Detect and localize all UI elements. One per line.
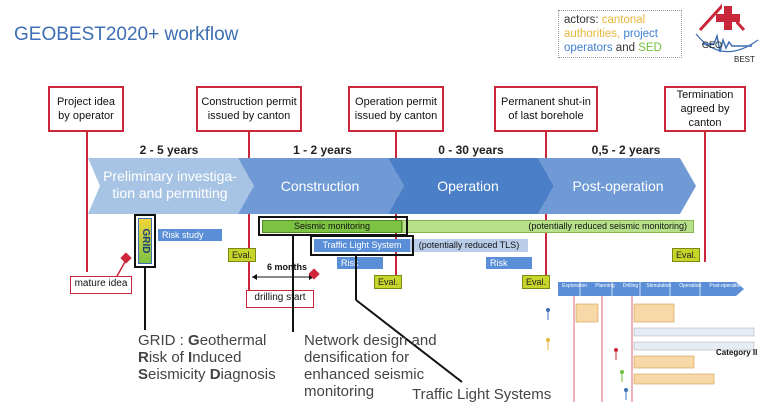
phase-construction: Construction <box>280 178 360 194</box>
grid-text-g: nduced <box>192 349 242 366</box>
connector-mature-idea <box>115 259 127 279</box>
logo-geo: GEO <box>702 40 722 50</box>
risk-study-bar: Risk study <box>158 229 222 241</box>
grid-text-e: isk of <box>148 349 189 366</box>
inset-phases: Exploration Planning Drilling Stimulatio… <box>562 283 742 289</box>
page-title: GEOBEST2020+ workflow <box>14 24 239 45</box>
geobest-logo: GEO BEST <box>695 3 759 64</box>
annotation-network: Network design and densification for enh… <box>304 332 437 400</box>
eval-1: Eval. <box>228 248 257 262</box>
grid-text-c: eothermal <box>199 332 267 349</box>
tls-reduced-bar: (potentially reduced TLS) <box>410 239 528 252</box>
six-months-label: 6 months <box>266 262 307 272</box>
grid-highlight <box>134 214 156 268</box>
seismic-monitoring-bar: Seismic monitoring <box>262 220 402 233</box>
inset-phase-3: Stimulation <box>646 283 672 289</box>
phase-operation: Operation <box>437 178 499 194</box>
milestone-line-1 <box>86 132 88 272</box>
grid-text-b: G <box>188 332 200 349</box>
duration-2: 1 - 2 years <box>293 143 352 157</box>
grid-text-a: GRID : <box>138 332 189 349</box>
milestone-construction-permit: Construction permit issued by canton <box>196 86 302 132</box>
annotation-tls: Traffic Light Systems <box>412 386 552 403</box>
inset-phase-2: Drilling <box>622 283 639 289</box>
inset-phase-0: Exploration <box>562 283 588 289</box>
tls-bar: Traffic Light System <box>314 239 410 252</box>
phase-chevron-construction <box>238 158 404 214</box>
eval-3: Eval. <box>522 275 551 289</box>
inset-category: Category II <box>716 348 758 357</box>
tls-highlight <box>310 235 414 256</box>
phase-chevron-operation <box>388 158 554 214</box>
risk-update-2: Risk update <box>486 257 532 280</box>
milestone-project-idea: Project idea by operator <box>48 86 124 132</box>
actors-legend: actors: cantonal authorities, project op… <box>558 10 682 58</box>
annotation-grid: GRID : Geothermal Risk of Induced Seismi… <box>138 332 298 383</box>
duration-4: 0,5 - 2 years <box>591 143 661 157</box>
box-mature-idea: mature idea <box>70 276 132 294</box>
phase-post-operation: Post-operation <box>572 178 664 194</box>
duration-1: 2 - 5 years <box>139 143 199 157</box>
actors-label: actors: <box>564 14 599 26</box>
milestone-operation-permit: Operation permit issued by canton <box>348 86 444 132</box>
seismic-reduced-bar: (potentially reduced seismic monitoring) <box>402 220 694 233</box>
duration-3: 0 - 30 years <box>438 143 504 157</box>
grid-text-j: D <box>209 366 221 383</box>
grid-text-k: iagnosis <box>220 366 276 383</box>
inset-phase-5: Post-operation <box>709 283 742 289</box>
inset-diagram: Exploration Planning Drilling Stimulatio… <box>536 280 764 410</box>
phase-chevron-post-operation <box>538 158 696 214</box>
actor-cantonal: cantonal authorities, <box>564 14 646 40</box>
inset-phase-1: Planning <box>595 283 615 289</box>
logo-best: BEST <box>734 55 755 64</box>
milestone-line-5 <box>704 132 706 262</box>
grid-text-d: R <box>138 349 149 366</box>
eval-2: Eval. <box>374 275 403 289</box>
phase-chevron-preliminary <box>88 158 254 214</box>
actor-project: project operators <box>564 28 658 54</box>
box-drilling-start: drilling start <box>246 290 314 308</box>
milestone-shut-in: Permanent shut-in of last borehole <box>494 86 598 132</box>
grid-bar <box>138 218 152 264</box>
actor-and: and <box>615 42 635 54</box>
grid-text-h: S <box>138 366 149 383</box>
grid-text-f: I <box>188 349 193 366</box>
actor-sed: SED <box>638 42 662 54</box>
phase-chevrons <box>88 158 696 214</box>
risk-update-1: Risk update <box>337 257 383 280</box>
eval-4: Eval. <box>672 248 701 262</box>
milestone-termination: Termination agreed by canton <box>664 86 746 132</box>
inset-phase-4: Operation <box>679 283 702 289</box>
phase-preliminary: Preliminary investiga-tion and permittin… <box>103 168 237 201</box>
grid-text-i: eismicity <box>148 366 210 383</box>
